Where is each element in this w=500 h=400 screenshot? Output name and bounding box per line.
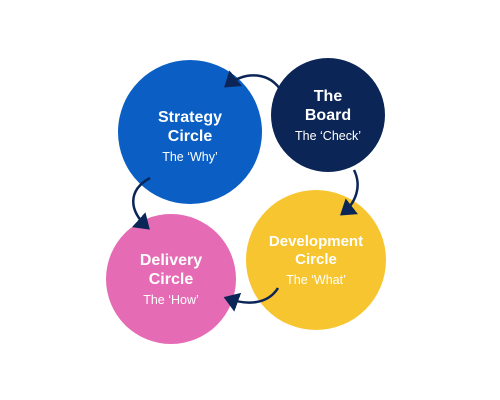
board-circle: The Board The ‘Check’: [271, 58, 385, 172]
development-circle-subtitle: The ‘What’: [286, 272, 346, 287]
strategy-circle-subtitle: The ‘Why’: [162, 149, 218, 164]
delivery-circle-title: Delivery Circle: [139, 251, 203, 288]
strategy-circle: Strategy Circle The ‘Why’: [118, 60, 262, 204]
board-circle-subtitle: The ‘Check’: [295, 128, 361, 143]
strategy-circle-title: Strategy Circle: [157, 108, 223, 145]
board-circle-title: The Board: [304, 87, 352, 124]
delivery-circle: Delivery Circle The ‘How’: [106, 214, 236, 344]
delivery-circle-subtitle: The ‘How’: [143, 292, 199, 307]
development-circle: Development Circle The ‘What’: [246, 190, 386, 330]
development-circle-title: Development Circle: [268, 232, 364, 268]
